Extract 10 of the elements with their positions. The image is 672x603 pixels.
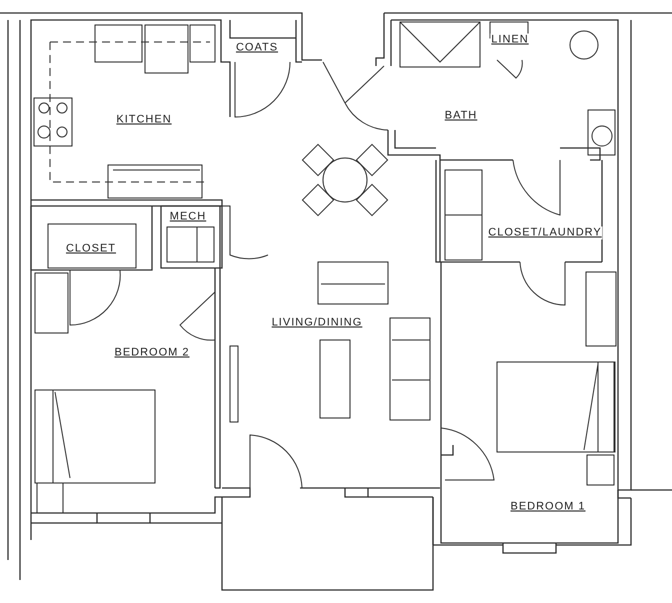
room-label: BEDROOM 2 [114, 346, 190, 360]
room-label: COATS [234, 42, 280, 54]
room-label: BATH [444, 110, 478, 122]
room-label: LIVING/DINING [270, 316, 364, 330]
room-label: CLOSET [65, 242, 117, 256]
room-label: BEDROOM 1 [510, 500, 586, 514]
room-label: KITCHEN [115, 114, 173, 126]
room-label: CLOSET/LAUNDRY [487, 226, 603, 240]
room-label: MECH [168, 210, 208, 224]
room-label: LINEN [490, 34, 530, 46]
